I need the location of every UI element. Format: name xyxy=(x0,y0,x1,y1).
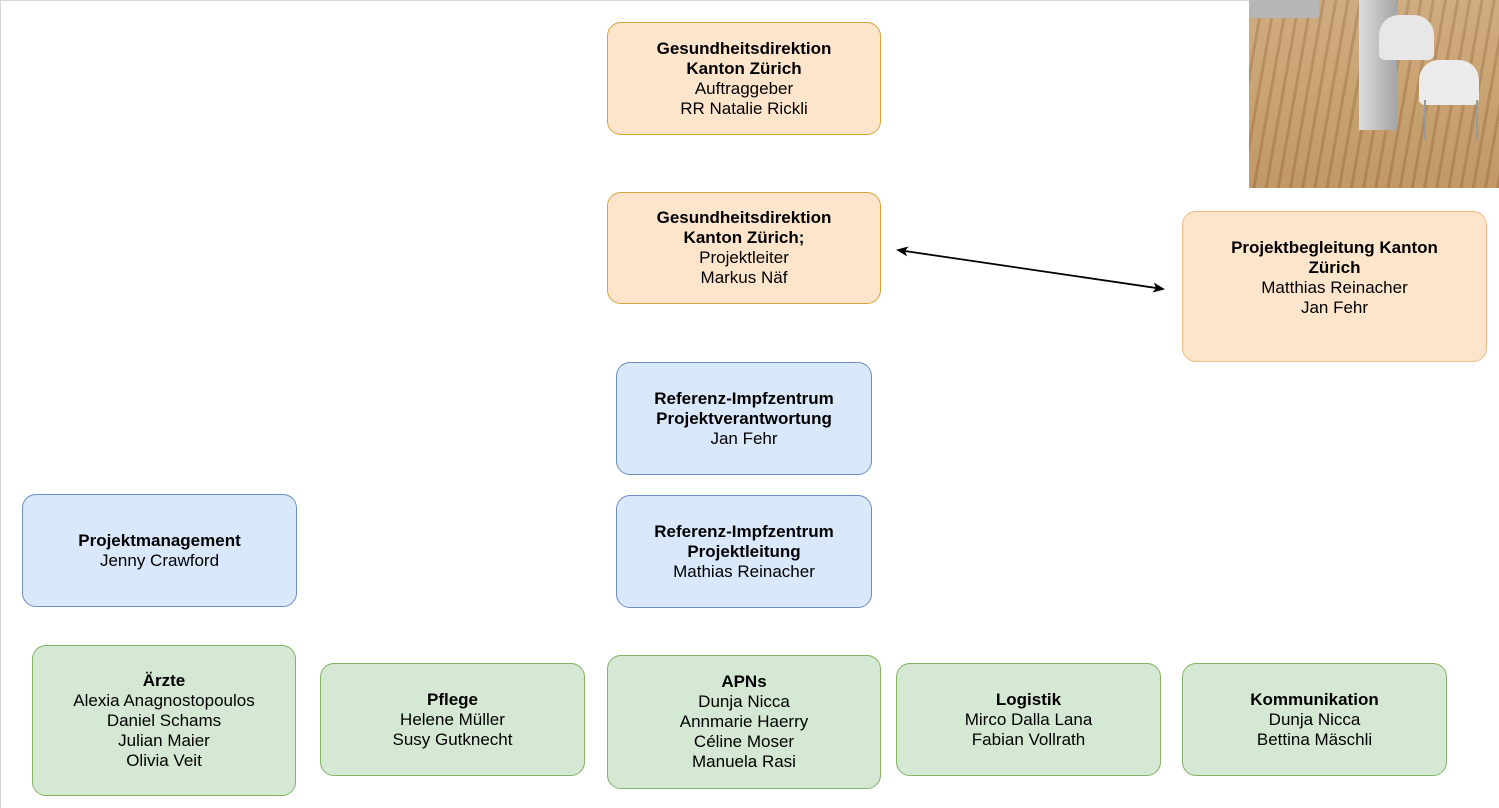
node-person: Markus Näf xyxy=(700,268,788,287)
node-projektverantwortung: Referenz-Impfzentrum Projektverantwortun… xyxy=(616,362,872,475)
node-title-line: Kommunikation xyxy=(1250,689,1379,709)
node-person: Julian Maier xyxy=(118,730,210,750)
vaccination-center-photo xyxy=(1249,0,1499,188)
node-logistik: Logistik Mirco Dalla Lana Fabian Vollrat… xyxy=(896,663,1161,776)
node-title-line: Referenz-Impfzentrum xyxy=(654,388,834,408)
photo-chair xyxy=(1419,60,1479,105)
node-auftraggeber: Gesundheitsdirektion Kanton Zürich Auftr… xyxy=(607,22,881,135)
node-person: Olivia Veit xyxy=(126,750,202,770)
node-person: Fabian Vollrath xyxy=(971,729,1086,749)
frame-top-border xyxy=(0,0,1499,1)
node-title-line: Logistik xyxy=(995,689,1062,709)
frame-left-border xyxy=(0,0,1,808)
node-kommunikation: Kommunikation Dunja Nicca Bettina Mäschl… xyxy=(1182,663,1447,776)
node-person: RR Natalie Rickli xyxy=(680,98,808,118)
node-person: Jan Fehr xyxy=(1300,297,1369,317)
photo-chair-legs xyxy=(1424,100,1478,140)
node-person: Susy Gutknecht xyxy=(392,729,513,749)
node-title-line: Projektverantwortung xyxy=(656,408,832,428)
node-person: Jan Fehr xyxy=(710,428,778,448)
node-person: Dunja Nicca xyxy=(1268,709,1361,729)
node-title-line: Zürich xyxy=(1308,257,1361,277)
node-title-line: Pflege xyxy=(426,689,479,709)
node-title-line: Projektleitung xyxy=(687,541,801,561)
node-person: Helene Müller xyxy=(400,709,505,729)
node-projektmanagement: Projektmanagement Jenny Crawford xyxy=(22,494,297,607)
node-pflege: Pflege Helene Müller Susy Gutknecht xyxy=(320,663,585,776)
node-projektbegleitung: Projektbegleitung Kanton Zürich Matthias… xyxy=(1182,211,1487,362)
node-person: Matthias Reinacher xyxy=(1261,277,1408,297)
node-title-line: Referenz-Impfzentrum xyxy=(654,521,834,541)
node-projektleitung: Referenz-Impfzentrum Projektleitung Math… xyxy=(616,495,872,608)
node-title-line: Ärzte xyxy=(142,670,186,690)
node-title-line: Kanton Zürich; xyxy=(683,228,805,247)
node-title-line: Gesundheitsdirektion xyxy=(656,208,832,227)
node-person: Annmarie Haerry xyxy=(679,712,809,731)
node-aerzte: Ärzte Alexia Anagnostopoulos Daniel Scha… xyxy=(32,645,296,796)
node-title-line: Gesundheitsdirektion xyxy=(656,38,832,58)
node-role: Projektleiter xyxy=(699,248,789,267)
node-person: Alexia Anagnostopoulos xyxy=(73,690,255,710)
node-person: Céline Moser xyxy=(693,732,795,751)
node-title-line: Projektmanagement xyxy=(78,530,241,550)
arrow-line xyxy=(896,246,1165,293)
node-person: Bettina Mäschli xyxy=(1256,729,1373,749)
node-apns: APNs Dunja Nicca Annmarie Haerry Céline … xyxy=(607,655,881,789)
node-title-line: Projektbegleitung Kanton xyxy=(1231,237,1438,257)
photo-wall xyxy=(1249,0,1319,18)
node-projektleiter-gd: Gesundheitsdirektion Kanton Zürich; Proj… xyxy=(607,192,881,304)
node-person: Mirco Dalla Lana xyxy=(964,709,1093,729)
node-person: Manuela Rasi xyxy=(692,752,796,771)
node-person: Jenny Crawford xyxy=(99,550,220,570)
node-title-line: Kanton Zürich xyxy=(686,58,802,78)
photo-chair xyxy=(1379,15,1434,60)
node-role: Auftraggeber xyxy=(694,78,794,98)
node-title-line: APNs xyxy=(721,672,767,691)
node-person: Dunja Nicca xyxy=(698,692,790,711)
node-person: Daniel Schams xyxy=(106,710,222,730)
node-person: Mathias Reinacher xyxy=(673,561,815,581)
